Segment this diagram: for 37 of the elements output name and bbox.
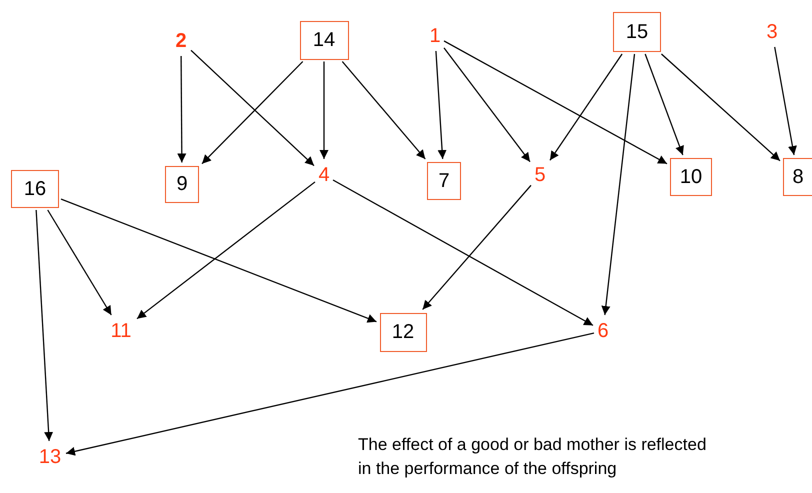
arrow	[774, 46, 797, 156]
arrow	[444, 40, 668, 164]
number-label: 2	[173, 28, 189, 54]
number-label: 3	[765, 19, 779, 45]
arrow	[444, 48, 530, 162]
number-box: 15	[613, 12, 661, 52]
arrow	[644, 54, 684, 156]
arrow	[422, 184, 532, 310]
arrow	[550, 54, 623, 161]
number-label: 13	[37, 444, 63, 470]
arrow	[177, 56, 186, 162]
arrow	[661, 54, 780, 162]
number-label: 4	[317, 162, 331, 188]
arrow	[320, 62, 328, 159]
arrow	[435, 50, 447, 160]
number-box: 8	[783, 158, 812, 196]
arrow	[47, 210, 112, 316]
arrow	[202, 61, 304, 164]
arrow	[601, 54, 636, 316]
arrow	[342, 61, 426, 160]
number-label: 5	[533, 162, 547, 188]
arrow	[36, 210, 54, 442]
number-box: 7	[427, 162, 461, 200]
arrow	[66, 332, 594, 456]
number-label: 11	[108, 318, 134, 344]
number-label: 1	[428, 23, 442, 49]
arrow	[60, 198, 377, 323]
number-box: 16	[11, 170, 59, 208]
number-box: 14	[300, 20, 348, 60]
number-box: 10	[670, 158, 712, 196]
arrow	[332, 180, 594, 326]
number-box: 12	[380, 312, 426, 352]
number-label: 6	[596, 318, 610, 344]
number-box: 9	[165, 166, 199, 202]
arrow	[190, 50, 314, 166]
arrow	[136, 181, 316, 320]
note-text: The effect of a good or bad mother is reflected in the performance of the offspring	[358, 434, 708, 480]
